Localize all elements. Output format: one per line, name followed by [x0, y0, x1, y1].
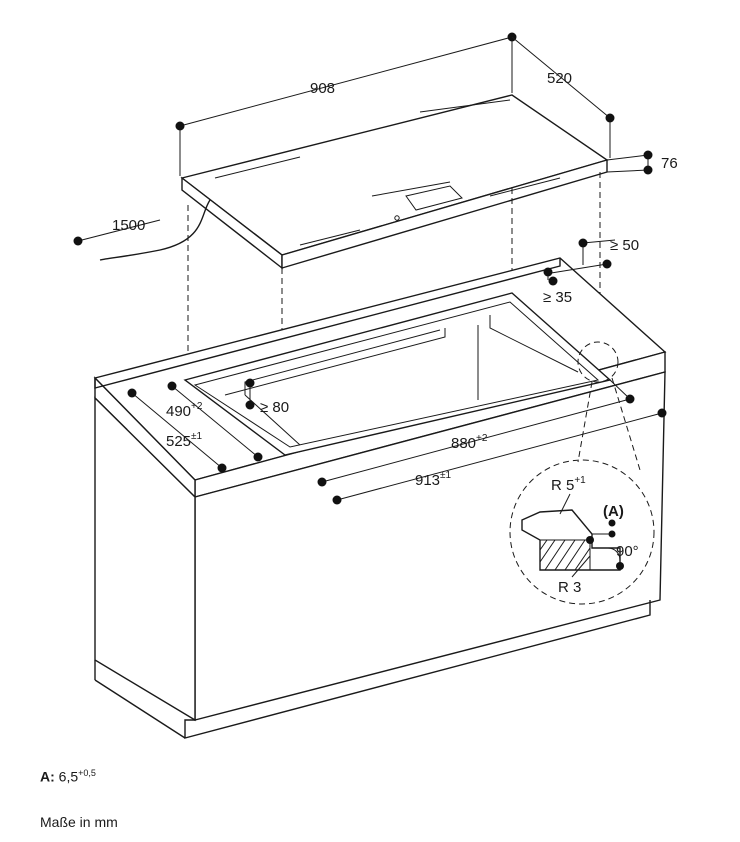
label-r3: R 3: [558, 579, 581, 596]
label-880: 880+2: [451, 433, 488, 452]
note-a: A: 6,5+0,5: [40, 768, 96, 785]
label-detail-a: (A): [603, 503, 624, 520]
label-r5: R 5+1: [551, 475, 586, 494]
label-1500: 1500: [112, 217, 145, 234]
label-913: 913±1: [415, 470, 452, 489]
hatching: [539, 539, 591, 571]
label-525: 525±1: [166, 431, 203, 450]
detail-magnified-circle: [509, 459, 655, 605]
power-cable: [99, 199, 211, 261]
label-ge-80: ≥ 80: [260, 399, 289, 416]
dimension-labels: 908 520 76 1500 ≥ 50 ≥ 35 490+2 ≥ 80 525…: [112, 70, 678, 596]
note-a-label: A:: [40, 768, 55, 785]
label-490: 490+2: [166, 401, 203, 420]
note-a-tolerance: +0,5: [78, 768, 96, 778]
dimension-lines: [73, 32, 667, 505]
label-ge-35: ≥ 35: [543, 289, 572, 306]
label-520: 520: [547, 70, 572, 87]
label-90-deg: 90°: [616, 543, 639, 560]
cooktop: [99, 94, 609, 270]
control-panel: [405, 185, 463, 211]
detail-callout: [509, 341, 655, 605]
label-908: 908: [310, 80, 335, 97]
note-a-value: 6,5: [58, 768, 79, 785]
note-units: Maße in mm: [40, 814, 118, 830]
detail-source-circle: [577, 341, 619, 383]
label-ge-50: ≥ 50: [610, 237, 639, 254]
label-76: 76: [661, 155, 678, 172]
cabinet: [93, 257, 667, 739]
